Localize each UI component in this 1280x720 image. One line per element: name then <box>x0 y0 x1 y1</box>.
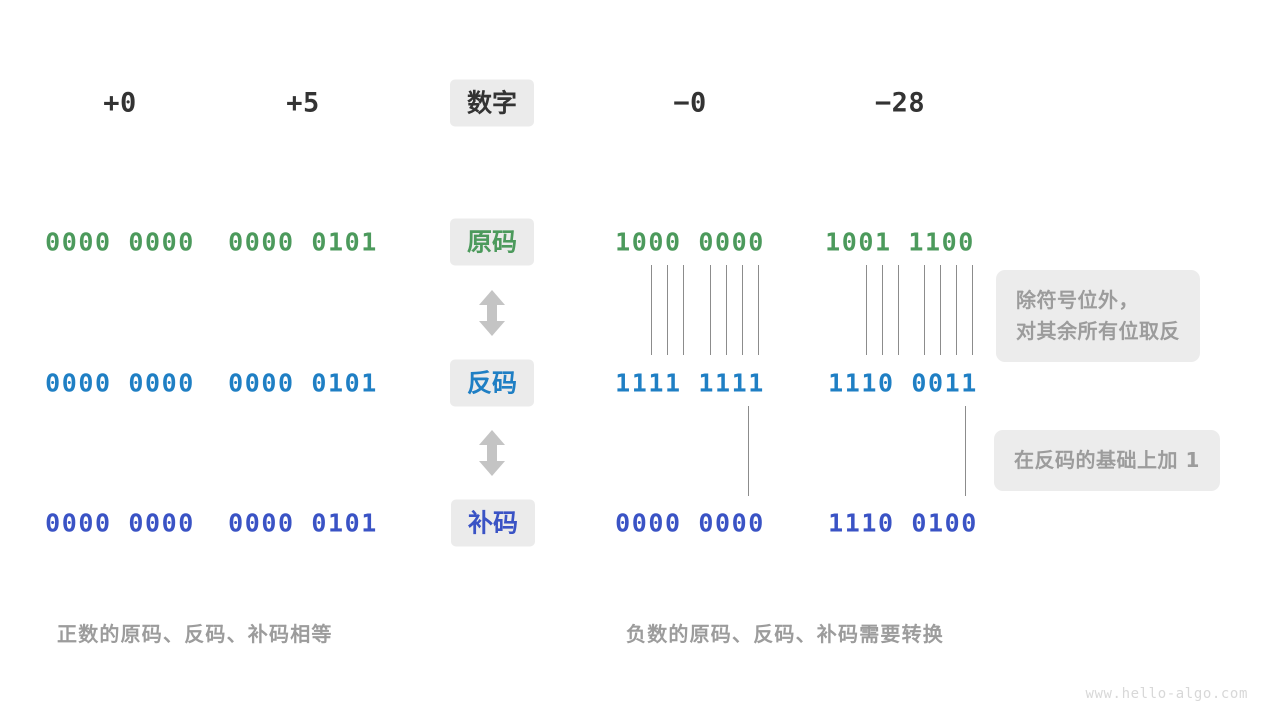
connector-line <box>924 265 925 355</box>
connector-line <box>683 265 684 355</box>
connector-line <box>742 265 743 355</box>
ones-complement-neg-zero-bits: 1111 1111 <box>615 368 765 398</box>
connector-line <box>940 265 941 355</box>
ones-complement-pos-five-bits: 0000 0101 <box>228 368 378 398</box>
twos-complement-neg-twentyeight-bits: 1110 0100 <box>828 508 978 538</box>
connector-line <box>882 265 883 355</box>
connector-line <box>866 265 867 355</box>
header-value-pos-zero: +0 <box>103 87 137 119</box>
caption-positive: 正数的原码、反码、补码相等 <box>57 622 333 646</box>
connector-line <box>956 265 957 355</box>
connector-line <box>758 265 759 355</box>
ones-complement-pos-zero-bits: 0000 0000 <box>45 368 195 398</box>
ones-complement-neg-twentyeight-bits: 1110 0011 <box>828 368 978 398</box>
header-row-label: 数字 <box>449 79 535 127</box>
twos-complement-pos-five-bits: 0000 0101 <box>228 508 378 538</box>
twos-complement-neg-zero-bits: 0000 0000 <box>615 508 765 538</box>
twos-complement-label: 补码 <box>450 499 536 547</box>
header-row-label-chip: 数字 <box>449 79 535 127</box>
connector-line <box>726 265 727 355</box>
connector-line <box>667 265 668 355</box>
site-watermark: www.hello-algo.com <box>1085 686 1248 702</box>
connector-line <box>651 265 652 355</box>
connector-line <box>972 265 973 355</box>
header-value-neg-zero: −0 <box>673 87 707 119</box>
callout-add-one-line-1: 在反码的基础上加 1 <box>1014 448 1200 472</box>
double-arrow-icon <box>475 428 509 478</box>
callout-add-one: 在反码的基础上加 1 <box>994 430 1220 491</box>
ones-complement-label: 反码 <box>449 359 535 407</box>
sign-magnitude-pos-five-bits: 0000 0101 <box>228 227 378 257</box>
sign-magnitude-label-chip: 原码 <box>449 218 535 266</box>
connector-line <box>898 265 899 355</box>
callout-invert-line-2: 对其余所有位取反 <box>1016 319 1180 343</box>
sign-magnitude-pos-zero-bits: 0000 0000 <box>45 227 195 257</box>
sign-magnitude-label: 原码 <box>449 218 535 266</box>
twos-complement-pos-zero-bits: 0000 0000 <box>45 508 195 538</box>
callout-invert-bits: 除符号位外， 对其余所有位取反 <box>996 270 1200 362</box>
ones-complement-label-chip: 反码 <box>449 359 535 407</box>
header-value-neg-twentyeight: −28 <box>874 87 926 119</box>
connector-line <box>710 265 711 355</box>
callout-invert-line-1: 除符号位外， <box>1016 288 1139 312</box>
sign-magnitude-neg-twentyeight-bits: 1001 1100 <box>825 227 975 257</box>
twos-complement-label-chip: 补码 <box>450 499 536 547</box>
caption-negative: 负数的原码、反码、补码需要转换 <box>626 622 944 646</box>
double-arrow-icon <box>475 288 509 338</box>
connector-line <box>965 406 966 496</box>
header-value-pos-five: +5 <box>286 87 320 119</box>
sign-magnitude-neg-zero-bits: 1000 0000 <box>615 227 765 257</box>
connector-line <box>748 406 749 496</box>
